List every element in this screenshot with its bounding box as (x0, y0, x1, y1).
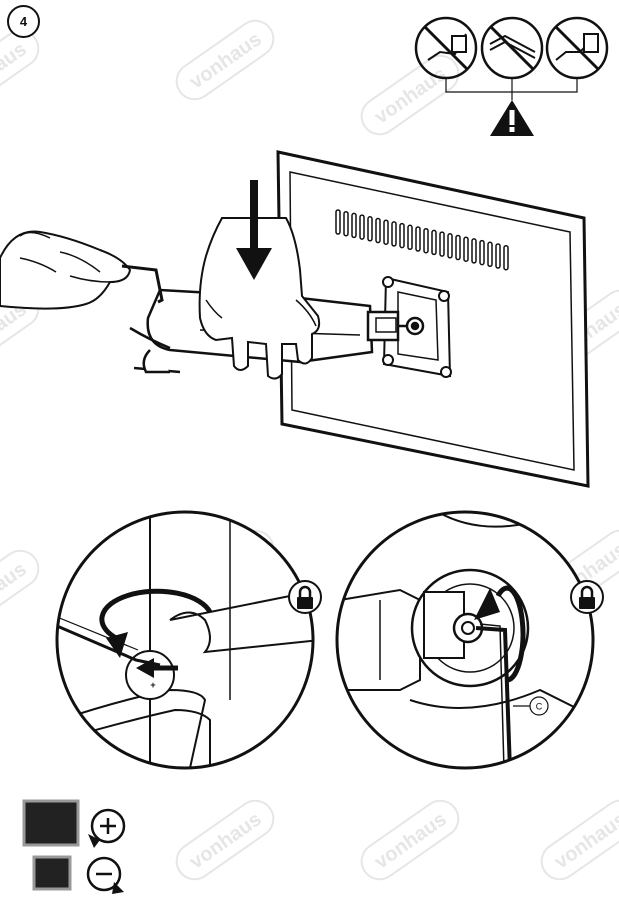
legend (22, 799, 126, 894)
larger-screen-icon (22, 799, 80, 847)
vent-slot (359, 214, 365, 240)
push-down-arrow (236, 180, 272, 280)
legend-item-tighten (22, 799, 126, 848)
tighten-rotation-arrow-right (474, 585, 526, 683)
vent-slot (447, 233, 453, 259)
callout-c-label: C (536, 702, 543, 712)
vent-slot (343, 210, 349, 237)
monitor-vents (335, 209, 509, 271)
svg-text:+: + (150, 680, 155, 690)
vent-slot (423, 227, 429, 254)
lock-icon (288, 580, 322, 614)
warning-group (414, 16, 609, 136)
vent-slot (351, 212, 357, 239)
legend-item-loosen (32, 855, 124, 894)
vent-slot (391, 221, 397, 247)
vent-slot (375, 217, 381, 244)
vent-slot (415, 226, 421, 252)
no-drooping-arm-icon (480, 16, 544, 80)
smaller-screen-icon (32, 855, 72, 891)
vent-slot (463, 236, 469, 262)
vent-slot (479, 239, 485, 266)
clockwise-plus-icon (88, 808, 126, 848)
vent-slot (439, 231, 445, 257)
no-tilting-arm-icon (545, 16, 609, 80)
vent-slot (455, 234, 461, 261)
detail-view-right: C (335, 510, 604, 770)
counterclockwise-minus-icon (86, 856, 124, 894)
detail-view-left: + (55, 510, 322, 770)
vent-slot (495, 243, 501, 269)
callout-c: C (513, 696, 549, 716)
hand-with-hex-key (0, 230, 164, 310)
step-number-badge: 4 (7, 5, 40, 38)
vent-slot (367, 216, 373, 242)
step-number: 4 (19, 14, 28, 29)
tighten-rotation-arrow (99, 588, 213, 678)
vent-slot (407, 224, 413, 251)
holding-hand (198, 217, 321, 380)
vent-slot (431, 229, 437, 256)
warning-triangle-icon (490, 100, 534, 136)
vent-slot (487, 241, 493, 268)
vent-slot (335, 209, 341, 235)
vent-slot (383, 219, 389, 245)
vent-slot (471, 238, 477, 264)
lock-icon (570, 580, 604, 614)
vent-slot (399, 222, 405, 249)
vent-slot (503, 244, 509, 271)
no-sagging-arm-icon (414, 16, 478, 80)
